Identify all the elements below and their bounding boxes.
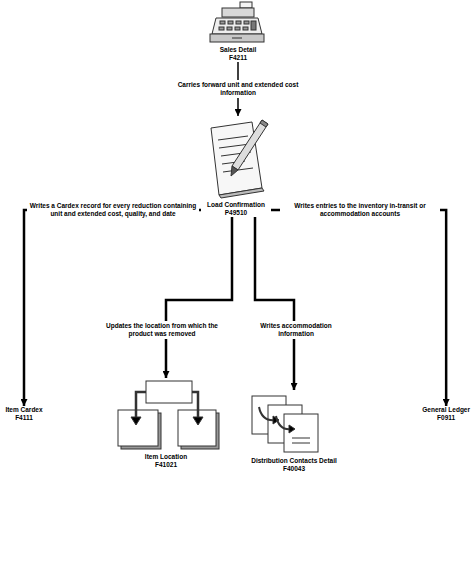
flow-arrow <box>166 217 232 378</box>
node-title: Sales Detail <box>208 46 268 54</box>
connector-label: Writes a Cardex record for every reducti… <box>27 201 199 219</box>
connector-label: Updates the location from which the prod… <box>102 321 222 339</box>
connector-label: Writes entries to the inventory in-trans… <box>280 201 440 219</box>
node-title: Distribution Contacts Detail <box>251 457 337 465</box>
table-node: Item LocationF41021 <box>116 378 216 469</box>
flow-arrow <box>24 210 201 406</box>
connector-label: Carries forward unit and extended cost i… <box>168 80 308 98</box>
flow-arrow <box>255 217 294 390</box>
object-code: P49510 <box>201 209 271 217</box>
node-title: Item Cardex <box>5 406 42 414</box>
location-boxes-icon <box>118 381 219 449</box>
table-node: Sales DetailF4211 <box>208 0 268 62</box>
program-node: Load ConfirmationP49510 <box>201 116 271 217</box>
object-code: F4111 <box>5 414 42 422</box>
cash-register-icon <box>210 2 264 42</box>
flow-arrow <box>271 210 446 406</box>
table-node: Item CardexF4111 <box>5 406 42 422</box>
table-node: General LedgerF0911 <box>422 406 470 422</box>
table-node: Distribution Contacts DetailF40043 <box>251 390 337 473</box>
object-code: F41021 <box>116 461 216 469</box>
node-title: Item Location <box>116 453 216 461</box>
connector-label: Writes accommodation information <box>246 321 346 339</box>
document-pencil-icon <box>211 120 268 198</box>
node-title: Load Confirmation <box>201 201 271 209</box>
object-code: F0911 <box>422 414 470 422</box>
object-code: F40043 <box>251 465 337 473</box>
stacked-pages-icon <box>252 396 318 452</box>
object-code: F4211 <box>208 54 268 62</box>
node-title: General Ledger <box>422 406 470 414</box>
